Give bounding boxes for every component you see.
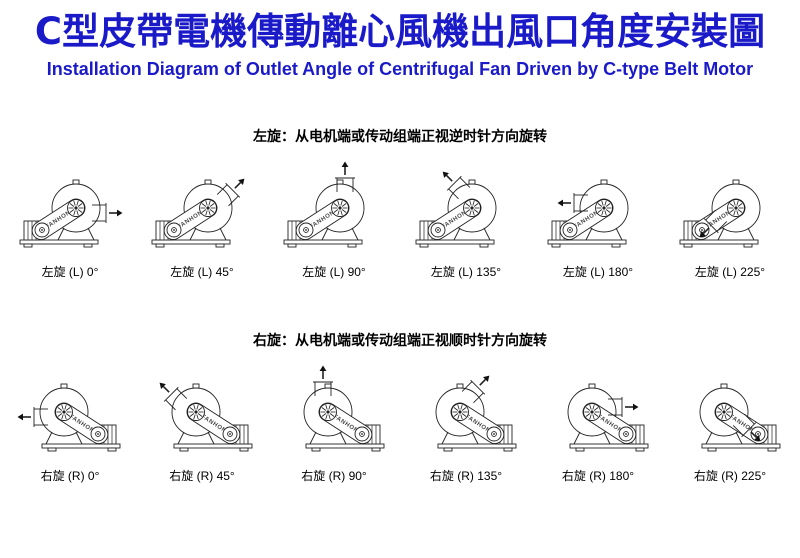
fan-diagram-cell: FANHON 右旋 (R) 135°: [400, 364, 532, 484]
fan-caption: 右旋 (R) 180°: [561, 469, 635, 484]
fan-caption: 左旋 (L) 0°: [41, 265, 99, 280]
fan-diagram: FANHON: [303, 365, 385, 452]
fan-diagram-cell: FANHON 左旋 (L) 225°: [664, 160, 796, 280]
page-subtitle: Installation Diagram of Outlet Angle of …: [46, 59, 754, 80]
fan-diagram: FANHON: [283, 161, 365, 248]
fan-caption: 左旋 (L) 45°: [170, 265, 234, 280]
fan-diagram-cell: FANHON 右旋 (R) 90°: [268, 364, 400, 484]
fan-diagram-cell: FANHON 左旋 (L) 135°: [400, 160, 532, 280]
fan-diagram-cell: FANHON 左旋 (L) 0°: [4, 160, 136, 280]
fan-diagram-cell: FANHON 左旋 (L) 90°: [268, 160, 400, 280]
fan-caption: 左旋 (L) 225°: [694, 265, 766, 280]
fan-diagram: FANHON: [679, 179, 761, 248]
fan-caption: 左旋 (L) 180°: [562, 265, 634, 280]
fan-diagram: FANHON: [17, 383, 121, 452]
fan-diagram: FANHON: [435, 375, 517, 452]
left-rotation-header: 左旋：从电机端或传动组端正视逆时针方向旋转: [253, 128, 547, 145]
right-rotation-header: 右旋：从电机端或传动组端正视顺时针方向旋转: [253, 332, 547, 349]
fan-diagram: FANHON: [19, 179, 123, 248]
fan-diagram: FANHON: [151, 178, 245, 248]
fan-diagram-cell: FANHON 右旋 (R) 0°: [4, 364, 136, 484]
fan-diagram: FANHON: [699, 383, 781, 452]
fan-caption: 左旋 (L) 135°: [430, 265, 502, 280]
fan-diagram: FANHON: [547, 179, 629, 248]
fan-diagram-cell: FANHON 左旋 (L) 45°: [136, 160, 268, 280]
fan-caption: 右旋 (R) 225°: [693, 469, 767, 484]
installation-diagram-page: C型皮帶電機傳動離心風機出風口角度安裝圖 Installation Diagra…: [0, 8, 800, 558]
fan-diagram-cell: FANHON 右旋 (R) 225°: [664, 364, 796, 484]
fan-diagram-cell: FANHON 左旋 (L) 180°: [532, 160, 664, 280]
fan-caption: 右旋 (R) 0°: [40, 469, 100, 484]
fan-diagram: FANHON: [567, 383, 649, 452]
fan-caption: 右旋 (R) 45°: [169, 469, 235, 484]
left-rotation-row: FANHON 左旋 (L) 0° FANHON 左旋 (L) 45° FANHON 左旋 …: [0, 160, 800, 280]
fan-caption: 左旋 (L) 90°: [302, 265, 366, 280]
fan-diagram-cell: FANHON 右旋 (R) 45°: [136, 364, 268, 484]
fan-caption: 右旋 (R) 90°: [301, 469, 367, 484]
right-rotation-row: FANHON 右旋 (R) 0° FANHON 右旋 (R) 45° FANHON 右旋 …: [0, 364, 800, 484]
fan-caption: 右旋 (R) 135°: [429, 469, 503, 484]
page-title: C型皮帶電機傳動離心風機出風口角度安裝圖: [34, 10, 766, 53]
fan-diagram-cell: FANHON 右旋 (R) 180°: [532, 364, 664, 484]
fan-diagram: FANHON: [159, 382, 253, 452]
fan-diagram: FANHON: [415, 171, 497, 248]
